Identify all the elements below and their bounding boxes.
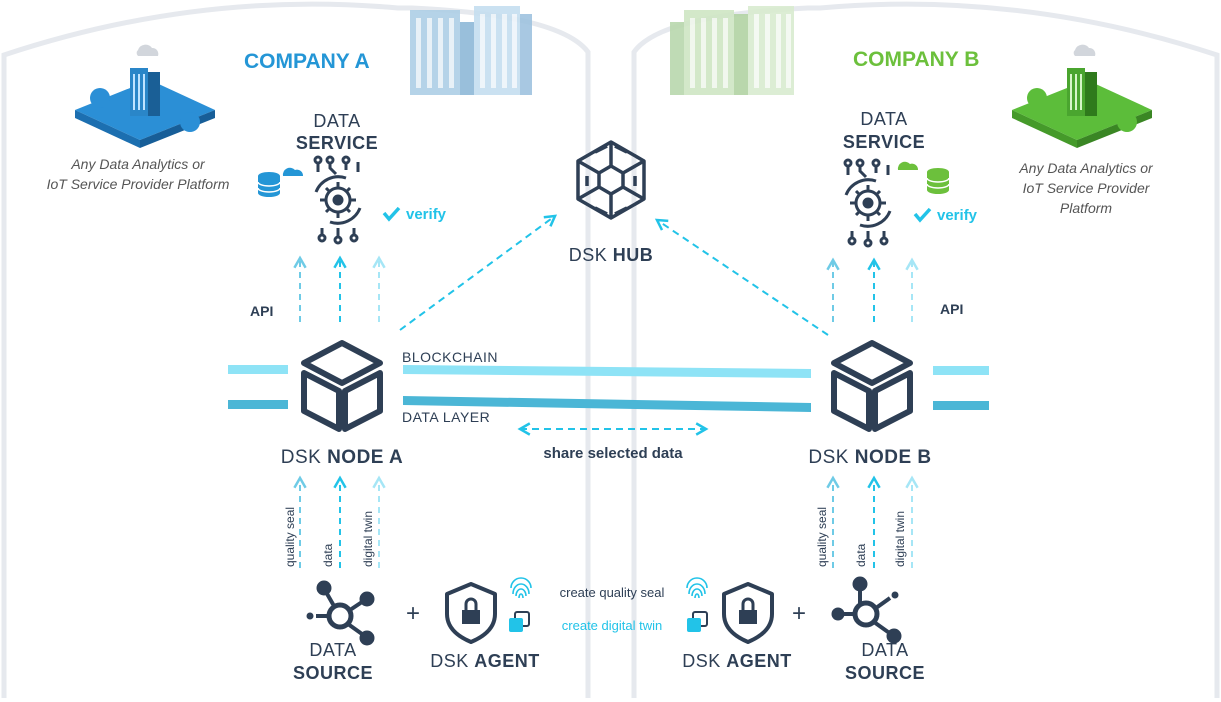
node-name: NODE A xyxy=(327,447,404,468)
data-source-a-line1: DATA xyxy=(309,640,357,660)
data-service-a-line1: DATA xyxy=(313,111,361,131)
data-service-gear-icon xyxy=(843,158,892,248)
shield-lock-icon xyxy=(722,582,774,644)
arrow-label-data: data xyxy=(321,543,335,567)
agent-name: AGENT xyxy=(726,651,792,671)
hub-hexagon-icon xyxy=(576,140,646,220)
api-label-a: API xyxy=(250,303,274,319)
platform-line: Any Data Analytics or xyxy=(71,156,205,172)
data-service-a-line2: SERVICE xyxy=(295,133,379,153)
fingerprint-icon xyxy=(686,577,708,599)
company-b-title: COMPANY B xyxy=(853,48,980,71)
agent-prefix: DSK xyxy=(430,651,469,671)
fingerprint-icon xyxy=(510,577,532,599)
api-label-b: API xyxy=(940,301,964,317)
platform-line: IoT Service Provider xyxy=(1022,180,1150,196)
arrow-label-quality-seal: quality seal xyxy=(283,506,297,567)
arrow-label-digital-twin: digital twin xyxy=(361,510,375,567)
data-layer-label: DATA LAYER xyxy=(402,409,491,425)
blockchain-line xyxy=(403,365,811,378)
data-source-hub-icon xyxy=(306,580,375,646)
plus-sign-a: + xyxy=(406,600,421,627)
node-b-label: DSK NODE B xyxy=(808,448,931,467)
data-layer-line xyxy=(403,396,811,412)
company-b-platform-text: Any Data Analytics or IoT Service Provid… xyxy=(1019,158,1152,218)
data-service-b-line1: DATA xyxy=(860,109,908,129)
blockchain-label: BLOCKCHAIN xyxy=(402,349,499,365)
data-source-hub-icon xyxy=(831,576,902,644)
dsk-agent-a-label: DSK AGENT xyxy=(430,652,540,670)
check-icon xyxy=(382,206,401,222)
plus-sign-b: + xyxy=(792,600,807,627)
data-layer-line-left xyxy=(228,400,288,409)
company-a-title: COMPANY A xyxy=(244,50,370,73)
company-a-frame xyxy=(1,1,591,698)
company-a-platform-text: Any Data Analytics or IoT Service Provid… xyxy=(47,154,230,194)
arrow-label-data: data xyxy=(854,543,868,567)
dsk-agent-b-label: DSK AGENT xyxy=(682,652,792,670)
cloud-database-icon xyxy=(257,167,304,197)
agent-prefix: DSK xyxy=(682,651,721,671)
create-digital-twin-label: create digital twin xyxy=(561,618,663,633)
copy-icon xyxy=(687,611,708,632)
data-service-b-line2: SERVICE xyxy=(842,132,926,152)
check-icon xyxy=(913,207,932,223)
data-source-b-line1: DATA xyxy=(861,640,909,660)
node-cube-icon xyxy=(301,340,383,432)
blockchain-line-right xyxy=(933,366,989,375)
company-b-frame xyxy=(631,1,1220,698)
building-icon-a xyxy=(410,6,532,95)
verify-label-b: verify xyxy=(937,207,978,224)
shield-lock-icon xyxy=(445,582,497,644)
node-prefix: DSK xyxy=(280,447,322,468)
node-prefix: DSK xyxy=(808,447,849,468)
arrow-label-digital-twin: digital twin xyxy=(893,510,907,567)
verify-label-a: verify xyxy=(406,206,447,223)
platform-line: Any Data Analytics or xyxy=(1019,160,1153,176)
copy-icon xyxy=(509,611,530,632)
hub-name: HUB xyxy=(612,245,654,265)
building-icon-b xyxy=(670,6,794,95)
hub-label: DSK HUB xyxy=(569,246,654,264)
cloud-database-icon xyxy=(897,161,950,194)
agent-name: AGENT xyxy=(474,651,540,671)
blockchain-line-left xyxy=(228,365,288,374)
share-selected-data-label: share selected data xyxy=(543,445,683,462)
arrow-label-quality-seal: quality seal xyxy=(815,506,829,567)
puzzle-building-icon-a xyxy=(75,44,215,148)
platform-line: Platform xyxy=(1059,200,1113,216)
data-source-a-line2: SOURCE xyxy=(292,663,374,683)
node-a-label: DSK NODE A xyxy=(281,448,404,467)
hub-prefix: DSK xyxy=(568,245,608,265)
create-quality-seal-label: create quality seal xyxy=(559,585,665,600)
node-cube-icon xyxy=(831,340,913,432)
arrow-node-a-to-hub xyxy=(399,214,558,331)
data-service-gear-icon xyxy=(313,155,362,245)
platform-line: IoT Service Provider Platform xyxy=(46,176,230,192)
puzzle-building-icon-b xyxy=(1012,44,1152,148)
data-layer-line-right xyxy=(933,401,989,410)
node-name: NODE B xyxy=(854,447,932,468)
data-source-b-line2: SOURCE xyxy=(844,663,926,683)
arrow-node-b-to-hub xyxy=(654,218,829,336)
